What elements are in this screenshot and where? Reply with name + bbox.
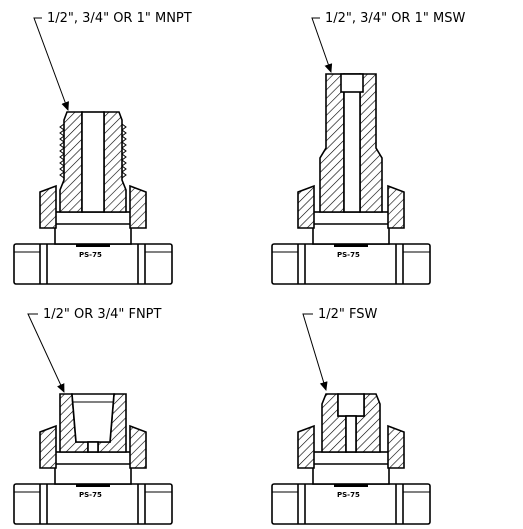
nut-right-fnpt	[129, 424, 147, 469]
tube-right-msw	[359, 73, 383, 213]
nut-left-msw	[297, 184, 315, 229]
collar-mnpt	[54, 211, 132, 245]
callout-label-fnpt: 1/2" OR 3/4" FNPT	[43, 307, 162, 322]
nut-right-msw	[387, 184, 405, 229]
fitting-fsw: 1/2" FSW PS-75	[271, 307, 431, 525]
collar-fsw	[312, 451, 390, 485]
base-tag-fsw: PS-75	[337, 491, 360, 499]
collar-fnpt	[54, 451, 132, 485]
callout-label-msw: 1/2", 3/4" OR 1" MSW	[325, 11, 465, 26]
leader-arrow-fnpt	[27, 313, 65, 393]
bore-msw	[343, 73, 361, 213]
stem-left-mnpt	[59, 111, 83, 213]
base-body-msw: PS-75	[271, 241, 431, 285]
leader-arrow-fsw	[302, 313, 328, 391]
bore-fsw	[345, 415, 357, 453]
callout-label-fsw: 1/2" FSW	[318, 307, 378, 322]
socket-msw	[340, 73, 364, 93]
bore-mnpt	[81, 111, 105, 213]
base-tag-mnpt: PS-75	[79, 251, 102, 259]
base-body-fnpt: PS-75	[13, 481, 173, 525]
fitting-mnpt: 1/2", 3/4" OR 1" MNPT PS-75	[13, 11, 192, 285]
fitting-msw: 1/2", 3/4" OR 1" MSW PS-75	[271, 11, 465, 285]
nut-left-fsw	[297, 424, 315, 469]
nut-left-fnpt	[39, 424, 57, 469]
base-tag-msw: PS-75	[337, 251, 360, 259]
nut-right-mnpt	[129, 184, 147, 229]
tube-left-msw	[319, 73, 345, 213]
nut-left-mnpt	[39, 184, 57, 229]
base-tag-fnpt: PS-75	[79, 491, 102, 499]
nut-right-fsw	[387, 424, 405, 469]
leader-arrow-mnpt	[33, 17, 69, 111]
leader-arrow-msw	[311, 17, 333, 73]
base-body-fsw: PS-75	[271, 481, 431, 525]
callout-label-mnpt: 1/2", 3/4" OR 1" MNPT	[47, 11, 192, 26]
stem-right-mnpt	[103, 111, 127, 213]
collar-msw	[312, 211, 390, 245]
socket-fsw	[337, 393, 365, 417]
bore-fnpt	[71, 393, 115, 443]
base-body-mnpt: PS-75	[13, 241, 173, 285]
fitting-fnpt: 1/2" OR 3/4" FNPT PS-75	[13, 307, 173, 525]
